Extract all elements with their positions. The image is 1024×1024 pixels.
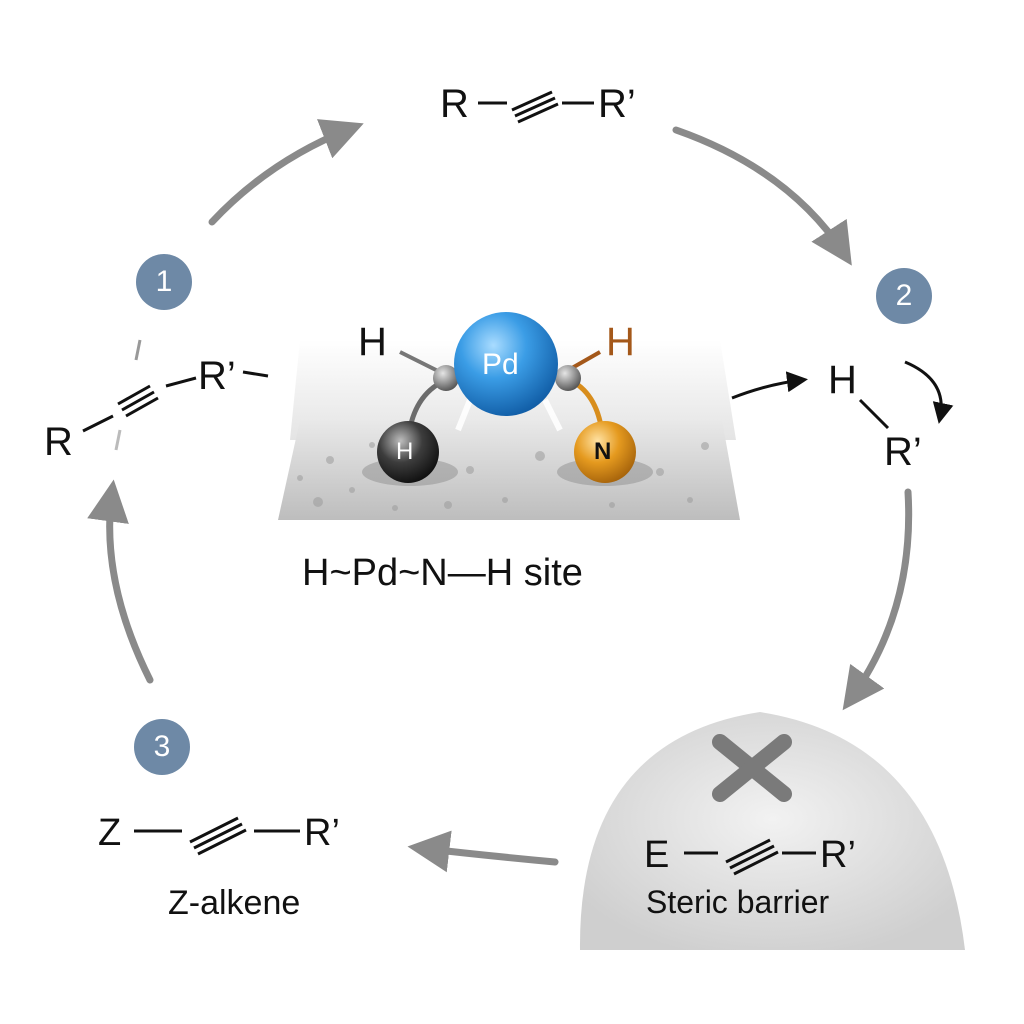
z-alkene-caption: Z-alkene <box>168 884 301 922</box>
surface-slab <box>278 420 740 520</box>
step-badge-2: 2 <box>876 268 932 324</box>
z-r-prime-label: R’ <box>304 812 340 854</box>
right-fragment-bonds <box>731 360 954 430</box>
cycle-arrows <box>87 119 913 873</box>
arrow-top-to-2 <box>672 126 852 266</box>
arrow-barrier-to-3 <box>407 830 559 873</box>
top-r-label: R <box>440 82 469 126</box>
h-ball-atom <box>377 421 439 483</box>
right-h-label: H <box>828 358 857 402</box>
small-atom-right <box>555 365 581 391</box>
n-ball-label: N <box>594 438 612 465</box>
top-r-prime-label: R’ <box>598 82 636 126</box>
top-alkyne-bonds <box>478 90 594 124</box>
left-r-prime-label: R’ <box>198 354 236 398</box>
steric-barrier-dome <box>579 712 965 950</box>
h-left-label: H <box>358 320 387 364</box>
left-r-label: R <box>44 420 73 464</box>
steric-barrier-caption: Steric barrier <box>646 884 830 920</box>
arrow-2-to-barrier <box>842 488 913 711</box>
e-r-prime-label: R’ <box>820 834 856 876</box>
n-ball-atom <box>574 421 636 483</box>
pd-label: Pd <box>482 348 519 381</box>
right-r-prime-label: R’ <box>884 430 922 474</box>
catalyst-scene <box>278 312 740 520</box>
small-atom-left <box>433 365 459 391</box>
arrow-3-to-1 <box>87 479 154 684</box>
step-badge-1: 1 <box>136 254 192 310</box>
pd-atom <box>454 312 558 416</box>
e-alkyne-bonds <box>684 838 816 876</box>
e-label: E <box>644 834 670 876</box>
bond-h-right <box>571 350 601 370</box>
bond-h-left <box>399 350 441 374</box>
h-ball-label: H <box>396 438 414 465</box>
arrow-1-to-top <box>208 119 364 226</box>
z-alkene-bonds <box>134 816 300 856</box>
cross-icon <box>712 734 792 802</box>
z-label: Z <box>98 812 122 854</box>
left-alkyne-bonds <box>82 339 269 451</box>
site-caption: H~Pd~N—H site <box>302 552 583 594</box>
step-badge-3: 3 <box>134 719 190 775</box>
h-right-label: H <box>606 320 635 364</box>
